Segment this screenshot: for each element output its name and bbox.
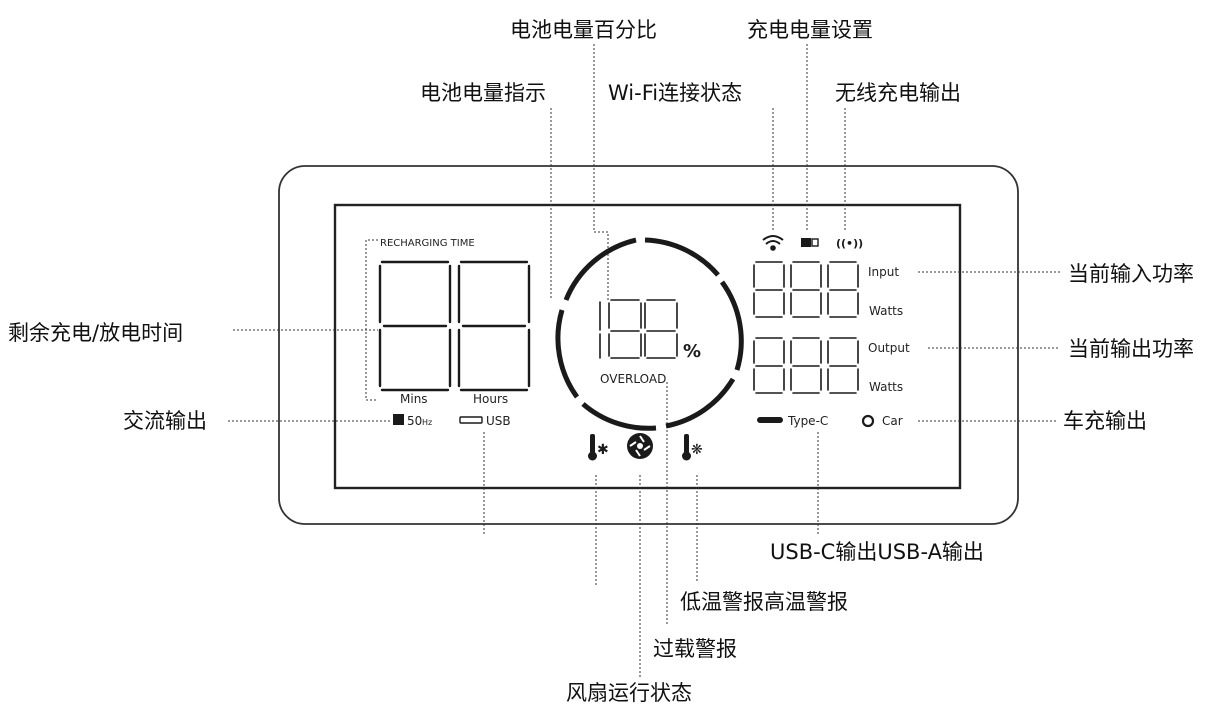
high-temp-icon: ❋ — [682, 434, 703, 461]
usb-a-icon — [459, 416, 483, 424]
output-power-digits — [753, 337, 859, 394]
label-charge-setting: 充电电量设置 — [747, 18, 873, 42]
label-usb-outputs: USB-C输出USB-A输出 — [770, 540, 984, 564]
time-digit-2 — [457, 260, 531, 392]
ac-frequency: 50 — [407, 414, 422, 428]
mins-label: Mins — [400, 392, 428, 406]
label-ac-output: 交流输出 — [123, 409, 207, 433]
leader-lines — [228, 44, 1060, 678]
lcd-screen — [333, 203, 962, 490]
car-label: Car — [882, 414, 903, 428]
label-wireless-output: 无线充电输出 — [835, 81, 961, 105]
label-input-power: 当前输入功率 — [1068, 262, 1194, 286]
usb-label: USB — [486, 414, 511, 428]
output-watts-label: Watts — [869, 380, 903, 394]
time-digit-1 — [378, 260, 452, 392]
input-power-digits — [753, 261, 859, 318]
label-wifi-status: Wi-Fi连接状态 — [608, 81, 742, 105]
ac-icon — [393, 414, 404, 425]
overload-label: OVERLOAD — [600, 372, 666, 386]
hours-label: Hours — [473, 392, 508, 406]
type-c-label: Type-C — [787, 414, 828, 428]
label-battery-percent: 电池电量百分比 — [510, 18, 657, 42]
svg-text:❋: ❋ — [691, 442, 703, 458]
svg-text:✱: ✱ — [597, 442, 609, 458]
label-temp-alarms: 低温警报高温警报 — [680, 590, 848, 614]
percent-digits — [599, 299, 678, 359]
charge-setting-icon — [801, 238, 819, 247]
label-battery-indicator: 电池电量指示 — [420, 81, 546, 105]
label-output-power: 当前输出功率 — [1068, 337, 1194, 361]
device-bezel — [278, 165, 1019, 525]
fan-icon — [627, 433, 653, 459]
wireless-charge-icon: ((•)) — [836, 237, 863, 250]
output-label: Output — [868, 341, 910, 355]
low-temp-icon: ✱ — [588, 434, 609, 461]
type-c-port-icon — [757, 417, 783, 423]
input-label: Input — [868, 265, 899, 279]
ac-hz-unit: Hz — [422, 418, 432, 427]
percent-sign: % — [683, 341, 701, 362]
input-watts-label: Watts — [869, 304, 903, 318]
svg-text:((•)): ((•)) — [836, 237, 863, 250]
label-car-output: 车充输出 — [1063, 409, 1147, 433]
label-fan-status: 风扇运行状态 — [566, 681, 692, 705]
label-remaining-time: 剩余充电/放电时间 — [8, 321, 183, 345]
wifi-icon — [762, 235, 784, 251]
battery-ring — [555, 237, 744, 431]
recharging-time-label: RECHARGING TIME — [380, 238, 475, 249]
label-overload-alarm: 过载警报 — [653, 637, 737, 661]
car-port-icon — [861, 414, 875, 428]
